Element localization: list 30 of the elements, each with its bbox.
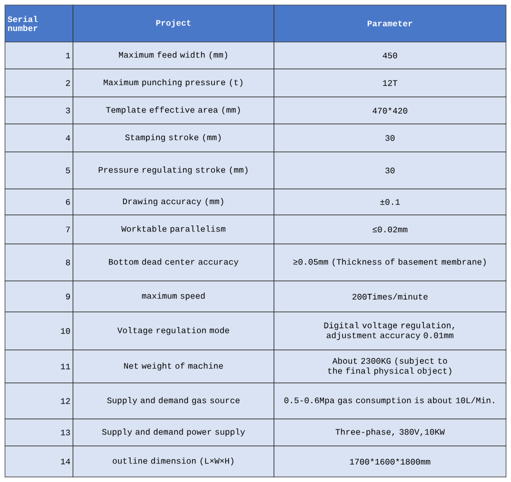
table-cell: 3 bbox=[4, 96, 74, 124]
table-cell: Digital voltage regulation, adjustment accuracy 0.01mm bbox=[274, 312, 506, 350]
table-cell: ≤0.02mm bbox=[274, 214, 506, 244]
table-cell: 1 bbox=[4, 42, 74, 70]
table-cell: 30 bbox=[274, 152, 506, 190]
table-cell: 12 bbox=[4, 382, 74, 420]
table-cell: 0.5-0.6Mpa gas consumption is about 10L/Min. bbox=[274, 382, 506, 420]
table-cell: 1700*1600*1800mm bbox=[274, 446, 506, 478]
table-cell: 12T bbox=[274, 68, 506, 98]
table-cell: ≥0.05mm (Thickness of basement membrane) bbox=[274, 244, 506, 282]
table-cell: 11 bbox=[4, 350, 74, 384]
table-cell: 470*420 bbox=[274, 96, 506, 124]
table-cell: 4 bbox=[4, 124, 74, 152]
table-cell: 2 bbox=[4, 68, 74, 98]
header-cell: Serial number bbox=[4, 4, 74, 42]
table-cell: Three-phase, 380V,10KW bbox=[274, 418, 506, 446]
table-cell: 5 bbox=[4, 152, 74, 190]
table-cell: 30 bbox=[274, 124, 506, 152]
table-cell: 13 bbox=[4, 418, 74, 446]
table-cell: 8 bbox=[4, 244, 74, 282]
table-cell: 10 bbox=[4, 312, 74, 350]
table-cell: ±0.1 bbox=[274, 188, 506, 216]
table-cell: 450 bbox=[274, 42, 506, 70]
table-cell: About 2300KG (subject to the final physical object) bbox=[274, 350, 506, 384]
table-cell: 7 bbox=[4, 214, 74, 244]
table-cell: 200Times/minute bbox=[274, 280, 506, 312]
table-cell: 14 bbox=[4, 446, 74, 478]
table-cell: 9 bbox=[4, 280, 74, 312]
table-cell: 6 bbox=[4, 188, 74, 216]
header-cell: Parameter bbox=[274, 4, 506, 42]
